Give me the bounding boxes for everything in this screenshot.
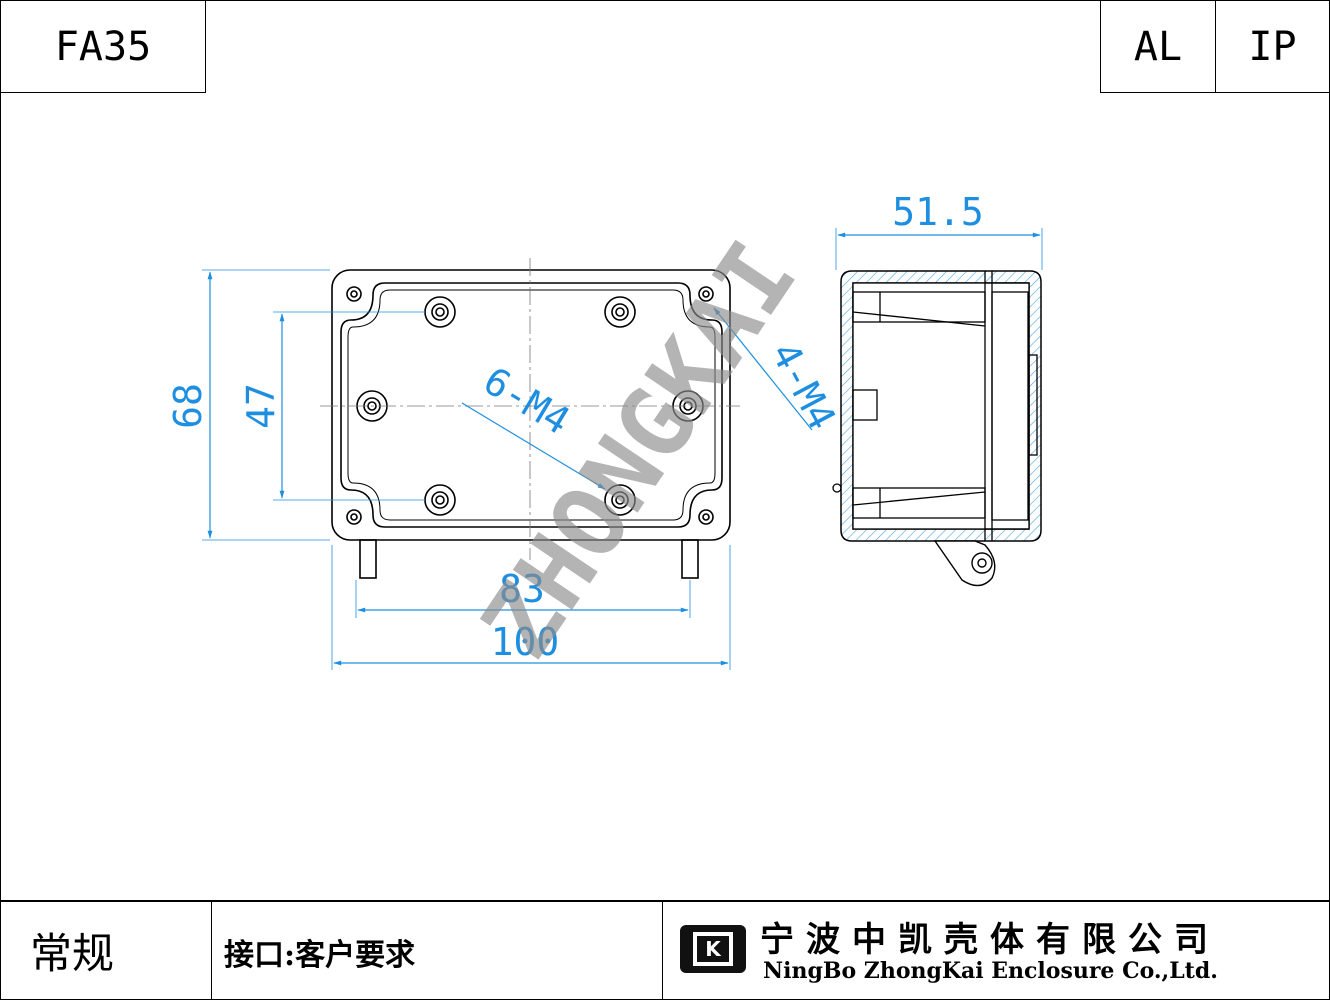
lid-outline <box>340 282 723 528</box>
box-outline <box>331 269 731 541</box>
company-name-en: NingBo ZhongKai Enclosure Co.,Ltd. <box>763 958 1218 984</box>
company-logo: K <box>680 925 746 973</box>
center-lines <box>320 258 740 560</box>
leader-lid-screws <box>713 307 813 431</box>
material-label: AL <box>1133 23 1183 70</box>
interface-label: 接口:客户要求 <box>224 938 416 973</box>
right-foot <box>681 539 699 579</box>
lid-inner-outline <box>347 289 716 521</box>
model-label: FA35 <box>54 23 152 70</box>
watermark: ZHONGKAI <box>461 222 819 677</box>
category-label: 常规 <box>30 929 115 978</box>
dim-width-holes: 83 <box>499 567 545 611</box>
footer-divider-1 <box>211 900 212 1000</box>
label-inner-threads: 6-M4 <box>476 358 577 443</box>
footer-divider-2 <box>662 900 663 1000</box>
model-cell: FA35 <box>0 0 206 93</box>
leader-inner-threads <box>461 402 606 490</box>
logo-mark: K <box>693 932 733 966</box>
rating-label: IP <box>1248 23 1297 70</box>
logo-letter: K <box>705 937 721 961</box>
dim-height-holes: 47 <box>239 383 283 429</box>
company-name-cn: 宁波中凯壳体有限公司 <box>760 920 1220 960</box>
dim-height-overall: 68 <box>166 383 210 429</box>
extension-lines <box>202 228 1043 670</box>
side-view <box>832 270 1042 587</box>
lid-screw-holes <box>346 286 714 525</box>
hinge <box>933 540 996 587</box>
dim-width-overall: 100 <box>491 620 560 664</box>
rating-cell: IP <box>1215 0 1330 93</box>
dim-depth-overall: 51.5 <box>892 190 984 234</box>
left-foot <box>359 539 377 579</box>
footer-divider <box>0 900 1330 902</box>
